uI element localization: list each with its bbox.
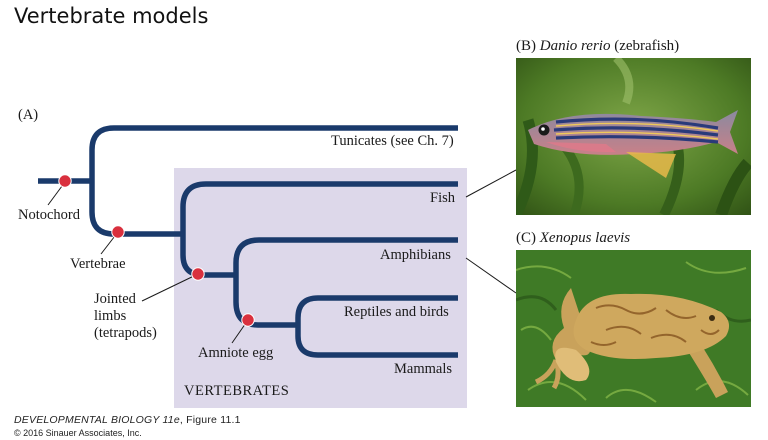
trait-markers — [58, 174, 255, 327]
fish-to-photo-line — [465, 169, 517, 198]
limbs-marker — [191, 267, 205, 281]
panel-c-letter: (C) — [516, 230, 536, 246]
taxon-tunicates: Tunicates (see Ch. 7) — [331, 133, 454, 149]
figure-title: Vertebrate models — [14, 4, 209, 28]
amphibians-to-photo-line — [465, 257, 517, 294]
limbs-pointer — [141, 273, 199, 302]
credit-copyright: © 2016 Sinauer Associates, Inc. — [14, 428, 142, 438]
panel-b-common-name: (zebrafish) — [614, 38, 680, 54]
tunicates-branch — [89, 125, 458, 181]
trait-amniote-egg: Amniote egg — [198, 345, 274, 361]
vertebrates-stem — [89, 181, 183, 237]
credit-book-title: DEVELOPMENTAL BIOLOGY 11e — [14, 414, 180, 426]
panel-b-letter: (B) — [516, 38, 536, 54]
taxon-amphibians: Amphibians — [380, 247, 451, 263]
amphibians-branch — [233, 237, 458, 275]
panel-c-species: Xenopus laevis — [539, 230, 631, 246]
trait-vertebrae: Vertebrae — [70, 256, 126, 272]
credit-book: DEVELOPMENTAL BIOLOGY 11e, Figure 11.1 — [14, 414, 241, 426]
notochord-marker — [58, 174, 72, 188]
taxon-mammals: Mammals — [394, 361, 452, 377]
mammals-branch — [295, 325, 458, 358]
amniote-marker — [241, 313, 255, 327]
panel-b-label: (B) Danio rerio (zebrafish) — [516, 38, 679, 55]
panel-b-species: Danio rerio — [539, 38, 611, 54]
reptiles-branch — [295, 295, 458, 325]
credit-figure-number: , Figure 11.1 — [179, 414, 241, 426]
panel-c-label: (C) Xenopus laevis — [516, 230, 630, 247]
xenopus-photo — [516, 250, 751, 407]
fish-branch — [180, 181, 458, 234]
zebrafish-photo — [516, 58, 751, 215]
vertebrates-group-box — [174, 168, 467, 408]
trait-limbs-line3: (tetrapods) — [94, 325, 157, 341]
panel-a-label: (A) — [18, 107, 39, 123]
trait-notochord: Notochord — [18, 207, 81, 223]
trait-limbs-line2: limbs — [94, 308, 127, 324]
vertebrae-marker — [111, 225, 125, 239]
taxon-fish: Fish — [430, 190, 455, 206]
trait-limbs-line1: Jointed — [94, 291, 136, 307]
vertebrates-group-label: VERTEBRATES — [184, 383, 290, 399]
taxon-reptiles-birds: Reptiles and birds — [344, 304, 449, 320]
